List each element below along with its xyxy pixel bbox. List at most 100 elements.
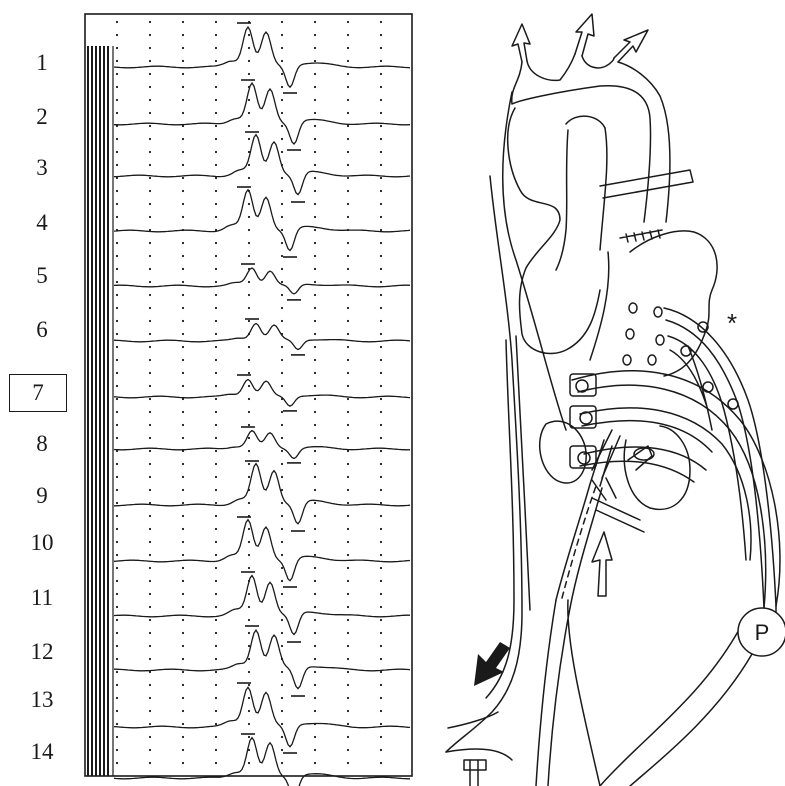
grid-dot xyxy=(248,203,250,205)
grid-dot xyxy=(248,606,250,608)
grid-dot xyxy=(347,359,349,361)
grid-dot xyxy=(347,489,349,491)
grid-dot xyxy=(347,112,349,114)
grid-dot xyxy=(314,138,316,140)
grid-dot xyxy=(248,320,250,322)
grid-dot xyxy=(314,749,316,751)
grid-dot xyxy=(182,60,184,62)
grid-dot xyxy=(281,632,283,634)
grid-dot xyxy=(149,164,151,166)
grid-dot xyxy=(314,606,316,608)
grid-dot xyxy=(182,697,184,699)
grid-dot xyxy=(380,528,382,530)
grid-dot xyxy=(215,723,217,725)
grid-dot xyxy=(248,177,250,179)
grid-dot xyxy=(347,424,349,426)
grid-dot xyxy=(116,697,118,699)
grid-dot xyxy=(281,21,283,23)
grid-dot xyxy=(314,424,316,426)
grid-dot xyxy=(314,125,316,127)
grid-dot xyxy=(248,294,250,296)
grid-dot xyxy=(149,34,151,36)
grid-dot xyxy=(248,112,250,114)
grid-dot xyxy=(248,671,250,673)
grid-dot xyxy=(314,333,316,335)
grid-dot xyxy=(248,450,250,452)
right-ventricle-outline xyxy=(624,426,690,509)
grid-dot xyxy=(380,333,382,335)
grid-dot xyxy=(314,255,316,257)
grid-dot xyxy=(281,151,283,153)
grid-dot xyxy=(248,697,250,699)
grid-dot xyxy=(314,60,316,62)
grid-dot xyxy=(149,73,151,75)
grid-dot xyxy=(281,580,283,582)
descending-vein-right-wall xyxy=(503,92,566,430)
grid-dot xyxy=(380,294,382,296)
arterial-cannula-dashes xyxy=(562,486,596,598)
grid-dot xyxy=(215,645,217,647)
grid-dot xyxy=(215,203,217,205)
grid-dot xyxy=(182,593,184,595)
electrogram-trace xyxy=(114,738,410,786)
grid-dot xyxy=(314,736,316,738)
grid-dot xyxy=(116,372,118,374)
grid-dot xyxy=(149,216,151,218)
grid-dot xyxy=(314,463,316,465)
grid-dot xyxy=(149,177,151,179)
grid-dot xyxy=(182,138,184,140)
grid-dot xyxy=(149,47,151,49)
grid-dot xyxy=(347,294,349,296)
grid-dot xyxy=(314,645,316,647)
grid-dot xyxy=(314,346,316,348)
grid-dot xyxy=(281,671,283,673)
grid-dot xyxy=(182,47,184,49)
grid-dot xyxy=(380,307,382,309)
grid-dot xyxy=(116,359,118,361)
grid-dot xyxy=(347,281,349,283)
grid-dot xyxy=(281,437,283,439)
grid-dot xyxy=(149,268,151,270)
grid-dot xyxy=(116,736,118,738)
grid-dot xyxy=(182,177,184,179)
grid-dot xyxy=(149,125,151,127)
grid-dot xyxy=(314,203,316,205)
pump-label: P xyxy=(755,620,770,645)
grid-dot xyxy=(314,190,316,192)
grid-dot xyxy=(248,424,250,426)
grid-dot xyxy=(149,450,151,452)
grid-dot xyxy=(215,216,217,218)
grid-dot xyxy=(347,502,349,504)
grid-dot xyxy=(281,138,283,140)
grid-dot xyxy=(116,281,118,283)
grid-dot xyxy=(149,112,151,114)
grid-dot xyxy=(182,619,184,621)
grid-dot xyxy=(182,34,184,36)
grid-dot xyxy=(248,281,250,283)
grid-dot xyxy=(116,762,118,764)
grid-dot xyxy=(281,476,283,478)
grid-dot xyxy=(281,216,283,218)
grid-dot xyxy=(347,398,349,400)
grid-dot xyxy=(347,268,349,270)
grid-dot xyxy=(281,450,283,452)
grid-dot xyxy=(215,359,217,361)
grid-dot xyxy=(215,619,217,621)
grid-dot xyxy=(314,34,316,36)
grid-dot xyxy=(380,203,382,205)
grid-dot xyxy=(116,34,118,36)
grid-dot xyxy=(116,632,118,634)
grid-dot xyxy=(116,47,118,49)
grid-dot xyxy=(182,489,184,491)
grid-dot xyxy=(149,580,151,582)
grid-dot xyxy=(182,99,184,101)
grid-dot xyxy=(149,762,151,764)
grid-dot xyxy=(182,346,184,348)
grid-dot xyxy=(281,255,283,257)
grid-dot xyxy=(314,216,316,218)
grid-dot xyxy=(380,489,382,491)
grid-dot xyxy=(314,528,316,530)
grid-dot xyxy=(248,398,250,400)
grid-dot xyxy=(182,684,184,686)
grid-dot xyxy=(281,190,283,192)
